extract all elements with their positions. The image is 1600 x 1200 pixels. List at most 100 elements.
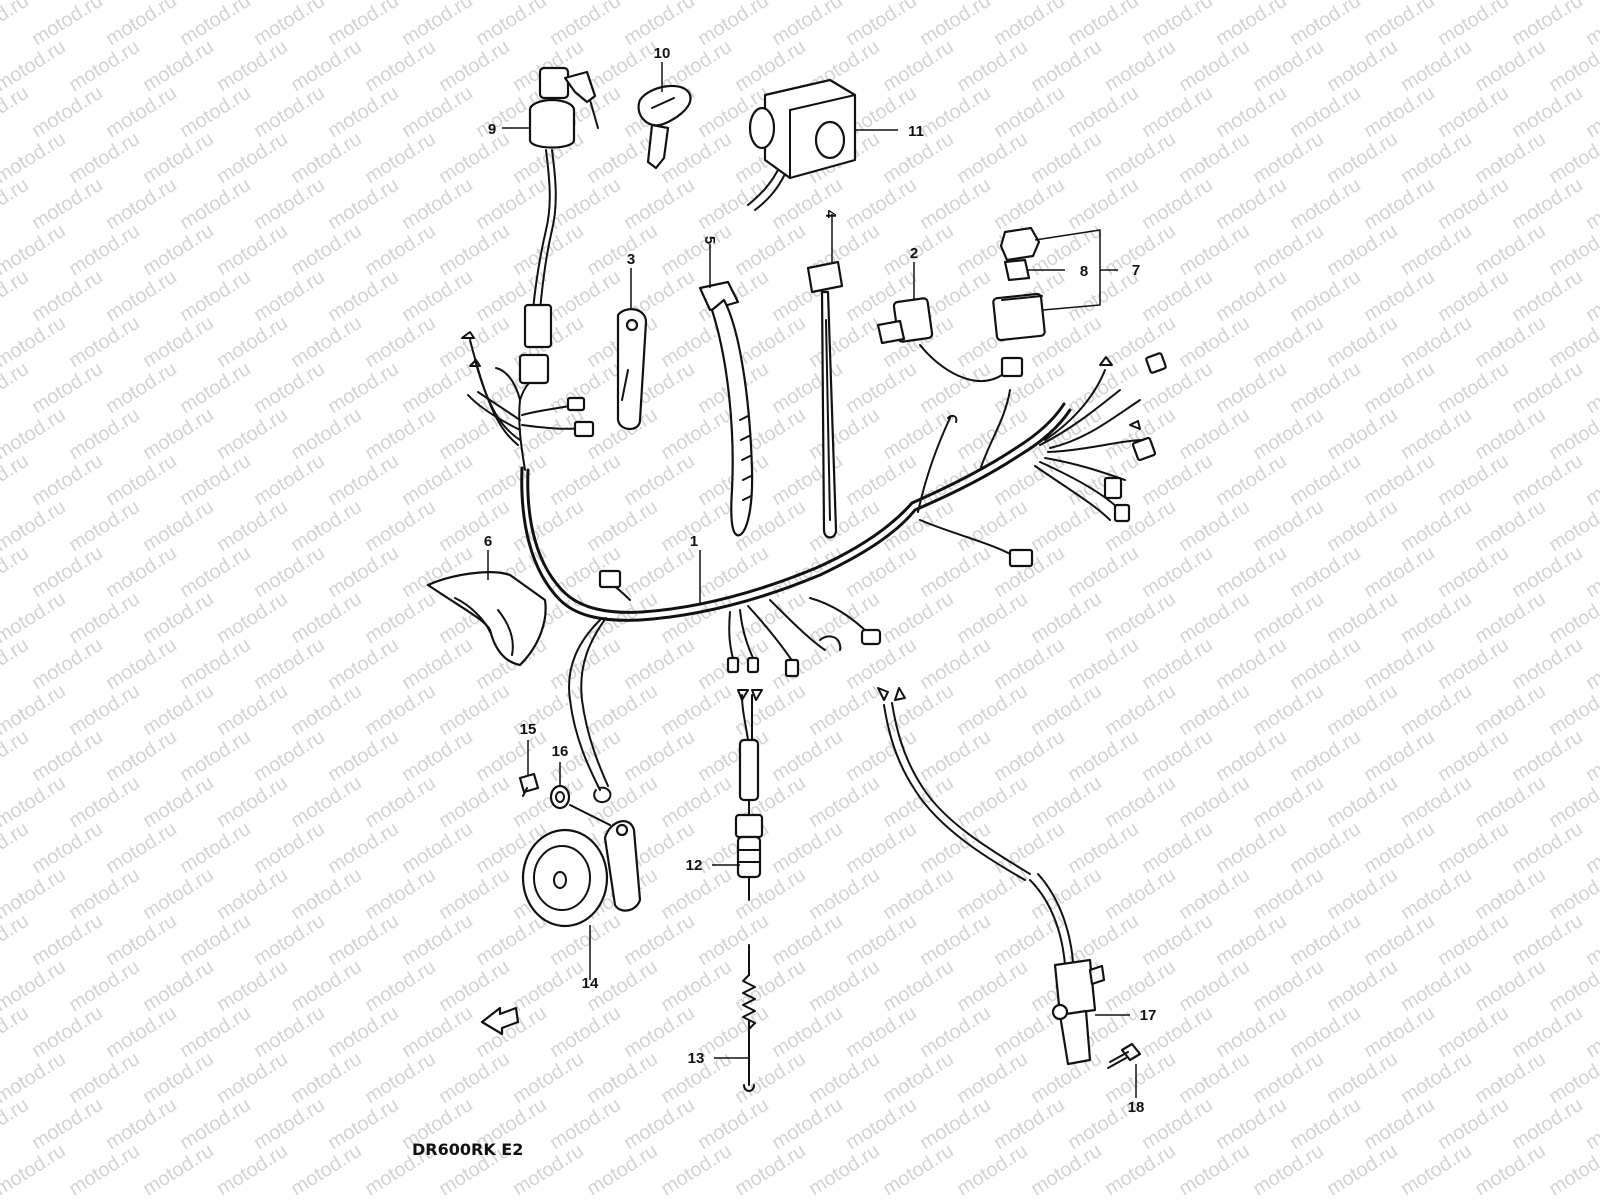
watermark-text: motod.ru: [1434, 0, 1513, 50]
watermark-text: motod.ru: [1101, 864, 1180, 924]
watermark-text: motod.ru: [0, 450, 33, 510]
watermark-text: motod.ru: [916, 82, 995, 142]
watermark-text: motod.ru: [1323, 496, 1402, 556]
watermark-text: motod.ru: [768, 0, 847, 50]
watermark-text: motod.ru: [1471, 864, 1550, 924]
watermark-text: motod.ru: [1397, 404, 1476, 464]
relay: [876, 297, 1003, 382]
watermark-text: motod.ru: [1434, 82, 1513, 142]
watermark-text: motod.ru: [65, 1048, 144, 1108]
watermark-text: motod.ru: [139, 680, 218, 740]
watermark-text: motod.ru: [1434, 910, 1513, 970]
watermark-text: motod.ru: [842, 726, 921, 786]
watermark-text: motod.ru: [546, 266, 625, 326]
side-stand-switch: [877, 687, 1142, 1069]
watermark-text: motod.ru: [620, 542, 699, 602]
watermark-text: motod.ru: [176, 1002, 255, 1062]
watermark-text: motod.ru: [1249, 956, 1328, 1016]
watermark-text: motod.ru: [139, 864, 218, 924]
watermark-text: motod.ru: [1286, 818, 1365, 878]
watermark-text: motod.ru: [1212, 1002, 1291, 1062]
watermark-text: motod.ru: [1138, 910, 1217, 970]
watermark-text: motod.ru: [28, 634, 107, 694]
watermark-text: motod.ru: [1249, 680, 1328, 740]
watermark-text: motod.ru: [324, 266, 403, 326]
watermark-text: motod.ru: [361, 220, 440, 280]
watermark-text: motod.ru: [102, 726, 181, 786]
watermark-text: motod.ru: [65, 496, 144, 556]
callout-2: 2: [910, 245, 918, 262]
watermark-text: motod.ru: [1249, 772, 1328, 832]
watermark-text: motod.ru: [250, 450, 329, 510]
watermark-text: motod.ru: [1175, 312, 1254, 372]
watermark-text: motod.ru: [250, 818, 329, 878]
watermark-text: motod.ru: [1360, 266, 1439, 326]
watermark-text: motod.ru: [361, 864, 440, 924]
watermark-text: motod.ru: [1249, 588, 1328, 648]
model-code-label: DR600RK E2: [412, 1140, 523, 1159]
watermark-text: motod.ru: [287, 1048, 366, 1108]
watermark-text: motod.ru: [1397, 588, 1476, 648]
watermark-text: motod.ru: [324, 0, 403, 50]
watermark-text: motod.ru: [1508, 358, 1587, 418]
callout-13: 13: [688, 1050, 705, 1067]
watermark-text: motod.ru: [361, 496, 440, 556]
horn-assembly: [518, 772, 642, 928]
watermark-text: motod.ru: [1360, 818, 1439, 878]
watermark-text: motod.ru: [1508, 0, 1587, 50]
watermark-text: motod.ru: [1175, 220, 1254, 280]
watermark-text: motod.ru: [546, 450, 625, 510]
watermark-text: motod.ru: [1027, 36, 1106, 96]
watermark-text: motod.ru: [694, 0, 773, 50]
watermark-text: motod.ru: [768, 910, 847, 970]
watermark-text: motod.ru: [842, 358, 921, 418]
watermark-text: motod.ru: [1212, 910, 1291, 970]
watermark-text: motod.ru: [842, 634, 921, 694]
watermark-text: motod.ru: [324, 174, 403, 234]
watermark-text: motod.ru: [28, 0, 107, 50]
watermark-text: motod.ru: [583, 1140, 662, 1200]
watermark-text: motod.ru: [1101, 680, 1180, 740]
watermark-text: motod.ru: [176, 358, 255, 418]
watermark-text: motod.ru: [435, 956, 514, 1016]
watermark-text: motod.ru: [694, 726, 773, 786]
watermark-text: motod.ru: [176, 0, 255, 50]
front-direction-arrow-icon: [480, 1006, 520, 1036]
turn-signal-relay-set: [992, 226, 1046, 342]
watermark-text: motod.ru: [250, 174, 329, 234]
watermark-text: motod.ru: [361, 404, 440, 464]
watermark-text: motod.ru: [916, 542, 995, 602]
watermark-text: motod.ru: [1212, 82, 1291, 142]
watermark-text: motod.ru: [916, 1094, 995, 1154]
watermark-text: motod.ru: [361, 588, 440, 648]
watermark-text: motod.ru: [916, 1002, 995, 1062]
handlebar-switch-box: [747, 78, 857, 211]
watermark-text: motod.ru: [1175, 1140, 1254, 1200]
watermark-text: motod.ru: [805, 956, 884, 1016]
watermark-text: motod.ru: [842, 0, 921, 50]
watermark-text: motod.ru: [1323, 772, 1402, 832]
watermark-text: motod.ru: [1434, 634, 1513, 694]
watermark-text: motod.ru: [1212, 174, 1291, 234]
watermark-text: motod.ru: [953, 956, 1032, 1016]
watermark-text: motod.ru: [990, 726, 1069, 786]
watermark-text: motod.ru: [28, 818, 107, 878]
watermark-text: motod.ru: [250, 0, 329, 50]
watermark-text: motod.ru: [102, 542, 181, 602]
watermark-text: motod.ru: [176, 82, 255, 142]
watermark-text: motod.ru: [1434, 358, 1513, 418]
watermark-text: motod.ru: [1508, 1002, 1587, 1062]
watermark-text: motod.ru: [1434, 542, 1513, 602]
watermark-text: motod.ru: [28, 726, 107, 786]
watermark-text: motod.ru: [0, 910, 33, 970]
watermark-text: motod.ru: [953, 772, 1032, 832]
watermark-text: motod.ru: [916, 358, 995, 418]
watermark-text: motod.ru: [1101, 128, 1180, 188]
watermark-text: motod.ru: [1064, 726, 1143, 786]
watermark-text: motod.ru: [102, 910, 181, 970]
watermark-text: motod.ru: [1434, 174, 1513, 234]
watermark-text: motod.ru: [1138, 174, 1217, 234]
watermark-text: motod.ru: [768, 1002, 847, 1062]
watermark-text: motod.ru: [1175, 36, 1254, 96]
watermark-text: motod.ru: [1582, 726, 1600, 786]
